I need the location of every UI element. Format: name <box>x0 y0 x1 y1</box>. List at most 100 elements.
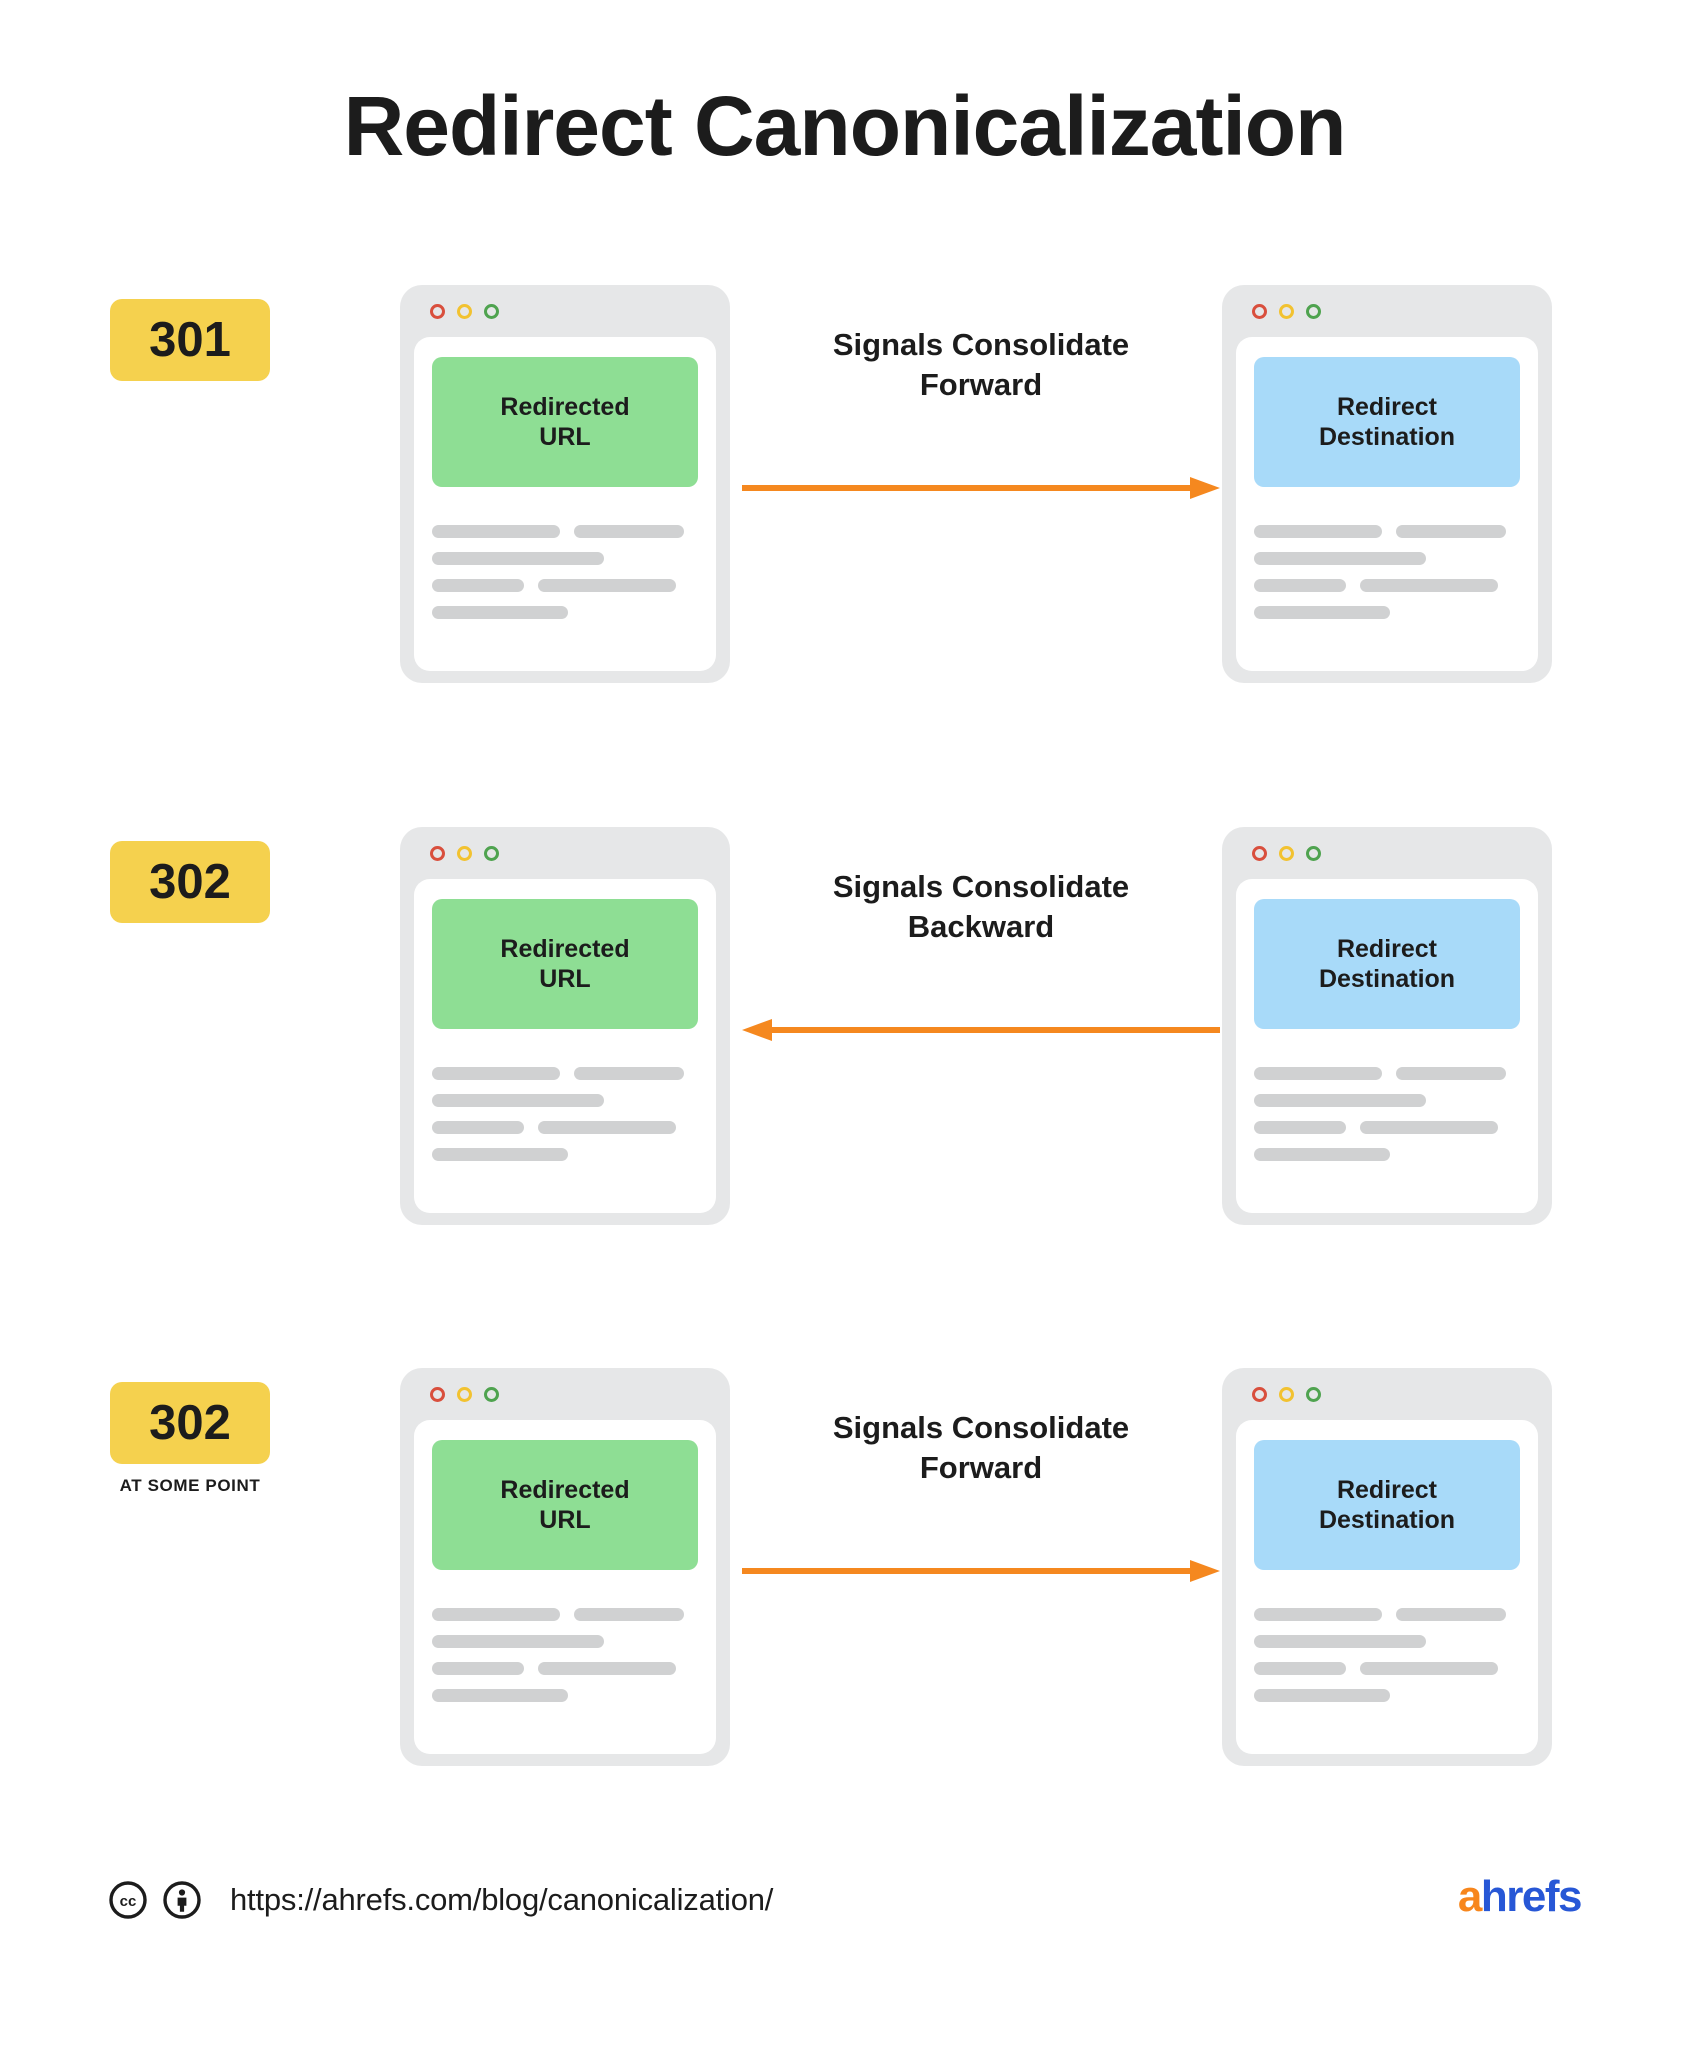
placeholder-lines <box>432 1608 698 1702</box>
placeholder-line-row <box>1254 579 1520 592</box>
card-content: Redirect Destination <box>1236 1420 1538 1754</box>
placeholder-bar <box>1254 1067 1382 1080</box>
yellow-dot-icon <box>457 304 472 320</box>
signal-connector: Signals Consolidate Forward <box>740 1408 1222 1658</box>
connector-label-line-2: Backward <box>907 908 1055 944</box>
placeholder-bar <box>432 1121 524 1134</box>
connector-label-line-2: Forward <box>919 366 1043 402</box>
red-dot-icon <box>1252 846 1267 862</box>
browser-dots <box>1228 833 1546 873</box>
placeholder-bar <box>1254 579 1346 592</box>
browser-dots <box>406 1374 724 1414</box>
footer-attribution: cc https://ahrefs.com/blog/canonicalizat… <box>108 1870 773 1930</box>
footer: cc https://ahrefs.com/blog/canonicalizat… <box>0 1870 1689 1950</box>
placeholder-lines <box>1254 1067 1520 1161</box>
status-badge: 301 <box>110 299 270 381</box>
placeholder-line-row <box>432 1121 698 1134</box>
yellow-dot-icon <box>1279 304 1294 320</box>
placeholder-bar <box>574 525 684 538</box>
placeholder-bar <box>1254 1662 1346 1675</box>
signal-connector: Signals Consolidate Backward <box>740 867 1222 1117</box>
placeholder-bar <box>538 1662 676 1675</box>
placeholder-bar <box>432 525 560 538</box>
target-hero-line-2: Destination <box>1318 423 1456 451</box>
placeholder-lines <box>432 525 698 619</box>
placeholder-bar <box>538 1121 676 1134</box>
yellow-dot-icon <box>457 846 472 862</box>
source-hero-line-2: URL <box>539 1506 591 1534</box>
placeholder-bar <box>1396 1067 1506 1080</box>
source-url[interactable]: https://ahrefs.com/blog/canonicalization… <box>230 1882 774 1917</box>
placeholder-line-row <box>432 1094 698 1107</box>
connector-label: Signals Consolidate Forward <box>740 325 1222 404</box>
placeholder-line-row <box>432 1689 698 1702</box>
target-hero-line-1: Redirect <box>1336 392 1438 421</box>
target-hero-line-1: Redirect <box>1336 1475 1438 1504</box>
placeholder-bar <box>1254 606 1390 619</box>
target-hero-line-1: Redirect <box>1336 934 1438 963</box>
placeholder-line-row <box>432 1662 698 1675</box>
placeholder-line-row <box>432 1608 698 1621</box>
connector-label-line-2: Forward <box>919 1449 1043 1485</box>
status-code-badge-group: 302 AT SOME POINT <box>110 1382 280 1496</box>
arrow-right-icon <box>742 477 1220 499</box>
connector-label-line-1: Signals Consolidate <box>832 1410 1130 1445</box>
logo-letter-a: a <box>1457 1872 1482 1921</box>
page-title: Redirect Canonicalization <box>343 79 1347 173</box>
placeholder-bar <box>1254 1689 1390 1702</box>
green-dot-icon <box>484 304 499 320</box>
card-content: Redirected URL <box>414 1420 716 1754</box>
placeholder-bar <box>1396 1608 1506 1621</box>
target-browser-card: Redirect Destination <box>1222 1368 1552 1766</box>
target-hero-block: Redirect Destination <box>1254 357 1520 487</box>
yellow-dot-icon <box>457 1387 472 1403</box>
placeholder-bar <box>574 1067 684 1080</box>
connector-label: Signals Consolidate Forward <box>740 1408 1222 1487</box>
red-dot-icon <box>430 1387 445 1403</box>
red-dot-icon <box>430 846 445 862</box>
placeholder-line-row <box>432 1635 698 1648</box>
browser-dots <box>406 291 724 331</box>
redirect-row: 302 AT SOME POINT Redirected URL <box>0 1368 1689 1768</box>
placeholder-line-row <box>1254 1094 1520 1107</box>
placeholder-line-row <box>432 1148 698 1161</box>
placeholder-bar <box>432 1608 560 1621</box>
placeholder-bar <box>1360 579 1498 592</box>
target-hero-line-2: Destination <box>1318 965 1456 993</box>
card-content: Redirected URL <box>414 879 716 1213</box>
placeholder-bar <box>1254 552 1426 565</box>
placeholder-bar <box>1254 1121 1346 1134</box>
placeholder-bar <box>1360 1121 1498 1134</box>
card-content: Redirect Destination <box>1236 879 1538 1213</box>
placeholder-bar <box>1254 1635 1426 1648</box>
placeholder-lines <box>1254 1608 1520 1702</box>
yellow-dot-icon <box>1279 1387 1294 1403</box>
placeholder-bar <box>432 1689 568 1702</box>
arrow-right-icon <box>742 1560 1220 1582</box>
status-badge-caption: AT SOME POINT <box>119 1476 261 1495</box>
creative-commons-icon: cc <box>109 1881 147 1919</box>
placeholder-line-row <box>1254 1067 1520 1080</box>
placeholder-line-row <box>1254 1121 1520 1134</box>
status-badge: 302 <box>110 1382 270 1464</box>
source-hero-line-1: Redirected <box>500 934 630 963</box>
placeholder-bar <box>1254 1094 1426 1107</box>
placeholder-bar <box>432 1094 604 1107</box>
placeholder-line-row <box>432 1067 698 1080</box>
card-content: Redirected URL <box>414 337 716 671</box>
placeholder-bar <box>432 1067 560 1080</box>
arrow-left-icon <box>742 1019 1220 1041</box>
status-code-badge-group: 301 <box>110 299 280 393</box>
connector-label: Signals Consolidate Backward <box>740 867 1222 946</box>
placeholder-line-row <box>1254 606 1520 619</box>
target-hero-block: Redirect Destination <box>1254 899 1520 1029</box>
placeholder-bar <box>432 1148 568 1161</box>
creative-commons-by-icon <box>163 1881 201 1919</box>
connector-label-line-1: Signals Consolidate <box>832 869 1130 904</box>
placeholder-bar <box>432 1635 604 1648</box>
source-hero-line-1: Redirected <box>500 392 630 421</box>
status-badge: 302 <box>110 841 270 923</box>
placeholder-line-row <box>432 579 698 592</box>
status-code-badge-group: 302 <box>110 841 280 935</box>
